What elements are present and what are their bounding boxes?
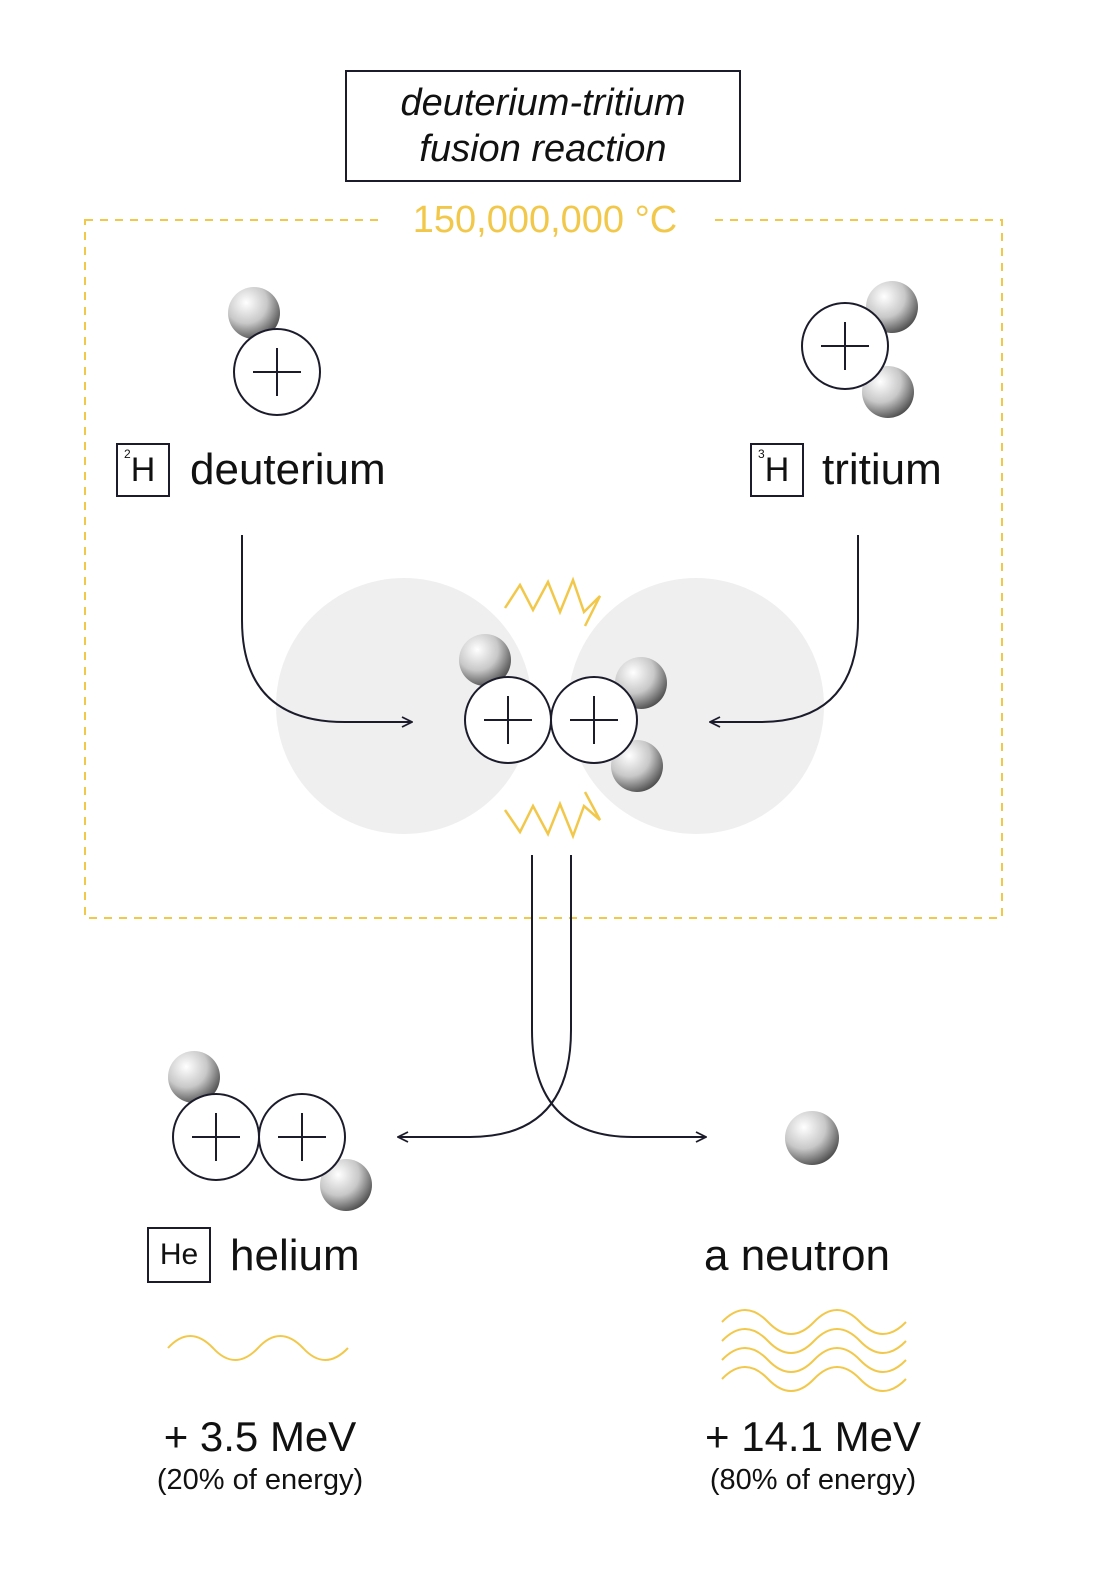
helium-neutron-2 [320,1159,372,1211]
tritium-mass-number: 3 [758,447,765,461]
deuterium-proton [233,328,321,416]
helium-element-box: He [147,1227,211,1283]
temperature-label: 150,000,000 °C [380,196,710,244]
tritium-neutron-2 [862,366,914,418]
neutron-energy: + 14.1 MeV [705,1413,921,1460]
neutron-energy-waves [721,1309,907,1392]
tritium-proton [801,302,889,390]
tritium-element-box: 3 H [750,443,804,497]
tritium-name: tritium [822,445,942,494]
title-line-1: deuterium-tritium [400,82,686,124]
helium-proton-1 [172,1093,260,1181]
deuterium-symbol: H [130,450,156,489]
helium-energy-wave [167,1335,349,1361]
fused-proton-2 [550,676,638,764]
title-box: deuterium-tritium fusion reaction [345,70,741,182]
deuterium-mass-number: 2 [124,447,131,461]
helium-arrow [398,855,572,1137]
tritium-symbol: H [764,450,790,489]
free-neutron [785,1111,839,1165]
fused-proton-1 [464,676,552,764]
helium-name: helium [230,1231,360,1280]
fused-neutron-1 [459,634,511,686]
plasma-boundary [84,219,1003,919]
helium-energy-share: (20% of energy) [156,1464,364,1496]
neutron-energy-share: (80% of energy) [709,1464,917,1496]
burst-bottom [503,791,602,840]
deuterium-arrow [241,535,412,722]
deuterium-name: deuterium [190,445,386,494]
helium-proton-2 [258,1093,346,1181]
neutron-name: a neutron [704,1231,890,1280]
deuterium-neutron [228,287,280,339]
helium-neutron-1 [168,1051,220,1103]
neutron-arrow [531,855,706,1137]
burst-top [503,576,602,627]
deuterium-element-box: 2 H [116,443,170,497]
helium-energy: + 3.5 MeV [163,1413,357,1460]
title-line-2: fusion reaction [419,128,667,170]
fused-neutron-3 [611,740,663,792]
helium-symbol: He [159,1238,199,1271]
tritium-arrow [710,535,859,722]
